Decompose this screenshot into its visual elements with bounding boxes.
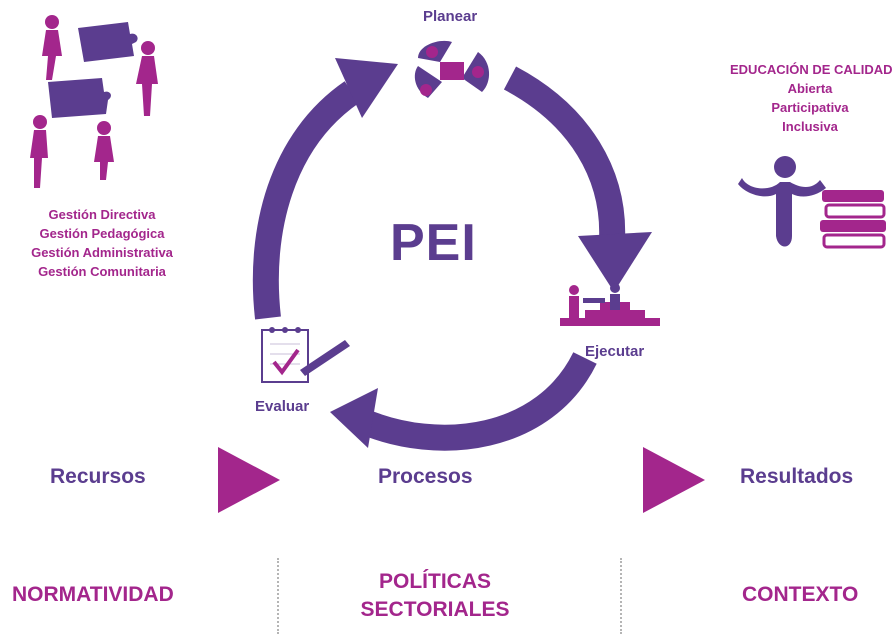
divider-right: [620, 558, 622, 634]
bottom-left-label: NORMATIVIDAD: [12, 583, 174, 606]
quality-item: Participativa: [771, 100, 849, 115]
pei-center-label: PEI: [390, 214, 477, 272]
stage-label-ejecutar: Ejecutar: [585, 343, 645, 360]
quality-item: Inclusiva: [782, 119, 838, 134]
education-books-icon: [738, 156, 886, 249]
bottom-right-label: CONTEXTO: [742, 583, 859, 606]
flow-inputs: Recursos: [50, 465, 146, 488]
quality-title: EDUCACIÓN DE CALIDAD: [730, 62, 893, 77]
builders-icon: [560, 283, 660, 326]
management-item: Gestión Directiva: [48, 207, 156, 222]
bottom-center-line2: SECTORIALES: [360, 598, 510, 621]
arrow-ejecutar-to-evaluar: [354, 351, 597, 451]
quality-item: Abierta: [787, 81, 833, 96]
management-list: Gestión Directiva Gestión Pedagógica Ges…: [18, 205, 186, 281]
flow-arrow-2: [643, 447, 705, 513]
teamwork-puzzle-icon: [30, 15, 158, 188]
bottom-center-label: POLÍTICAS SECTORIALES: [350, 568, 520, 624]
arrow-evaluar-to-planear: [252, 81, 360, 320]
divider-left: [277, 558, 279, 634]
management-item: Gestión Comunitaria: [38, 264, 166, 279]
bottom-center-line1: POLÍTICAS: [378, 570, 491, 593]
quality-list: EDUCACIÓN DE CALIDAD Abierta Participati…: [730, 60, 893, 136]
evaluation-notepad-icon: [261, 327, 350, 383]
meeting-icon: [414, 36, 490, 108]
flow-arrow-1: [218, 447, 280, 513]
management-item: Gestión Administrativa: [31, 245, 173, 260]
flow-processes: Procesos: [378, 465, 473, 488]
arrowhead-bottom: [330, 388, 378, 448]
management-item: Gestión Pedagógica: [39, 226, 165, 241]
arrowhead-top: [335, 58, 398, 118]
stage-label-evaluar: Evaluar: [255, 398, 310, 415]
arrowhead-right: [578, 232, 652, 292]
stage-label-planear: Planear: [423, 8, 478, 25]
pdca-cycle: [252, 66, 626, 451]
flow-outputs: Resultados: [740, 465, 854, 488]
arrow-planear-to-ejecutar: [503, 66, 626, 241]
